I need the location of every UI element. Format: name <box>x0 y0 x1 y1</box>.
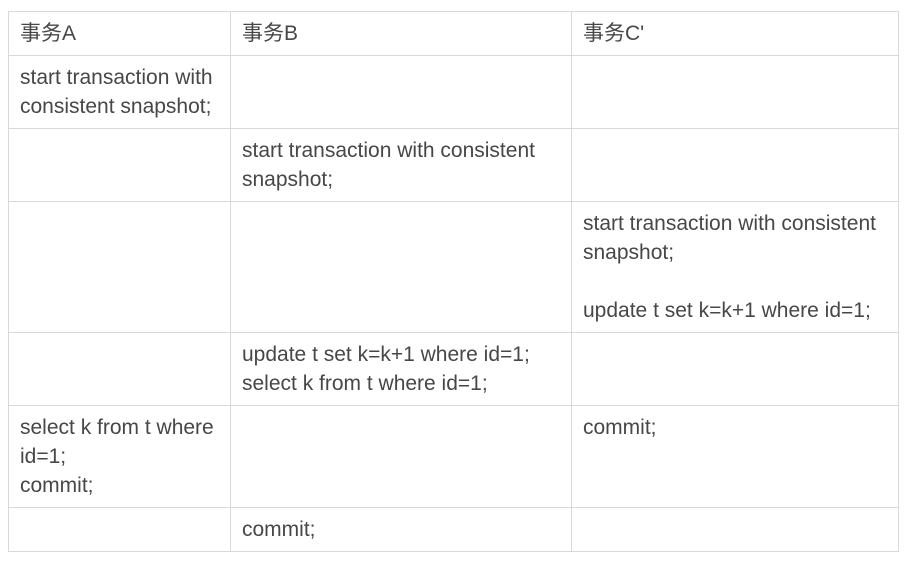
table-row: select k from t where id=1; commit; commi… <box>8 405 899 508</box>
table-cell <box>571 55 899 129</box>
table-row: update t set k=k+1 where id=1; select k … <box>8 332 899 406</box>
table-cell: start transaction with consistent snapsh… <box>8 55 231 129</box>
table-body: start transaction with consistent snapsh… <box>8 55 899 552</box>
table-cell <box>8 332 231 406</box>
column-header-b: 事务B <box>230 11 572 56</box>
table-cell: select k from t where id=1; commit; <box>8 405 231 508</box>
table-cell: update t set k=k+1 where id=1; select k … <box>230 332 572 406</box>
table-row: start transaction with consistent snapsh… <box>8 55 899 129</box>
table-cell <box>8 128 231 202</box>
table-row: start transaction with consistent snapsh… <box>8 128 899 202</box>
table-cell <box>571 128 899 202</box>
column-header-a: 事务A <box>8 11 231 56</box>
table-cell <box>230 405 572 508</box>
table-cell <box>230 55 572 129</box>
table-cell <box>571 332 899 406</box>
table-cell: start transaction with consistent snapsh… <box>230 128 572 202</box>
table-cell <box>8 201 231 333</box>
table-row: commit; <box>8 507 899 552</box>
table-cell <box>230 201 572 333</box>
table-row: start transaction with consistent snapsh… <box>8 201 899 333</box>
table-cell: commit; <box>571 405 899 508</box>
table-cell: commit; <box>230 507 572 552</box>
column-header-c-prime: 事务C' <box>571 11 899 56</box>
table-cell: start transaction with consistent snapsh… <box>571 201 899 333</box>
table-cell <box>571 507 899 552</box>
table-cell <box>8 507 231 552</box>
